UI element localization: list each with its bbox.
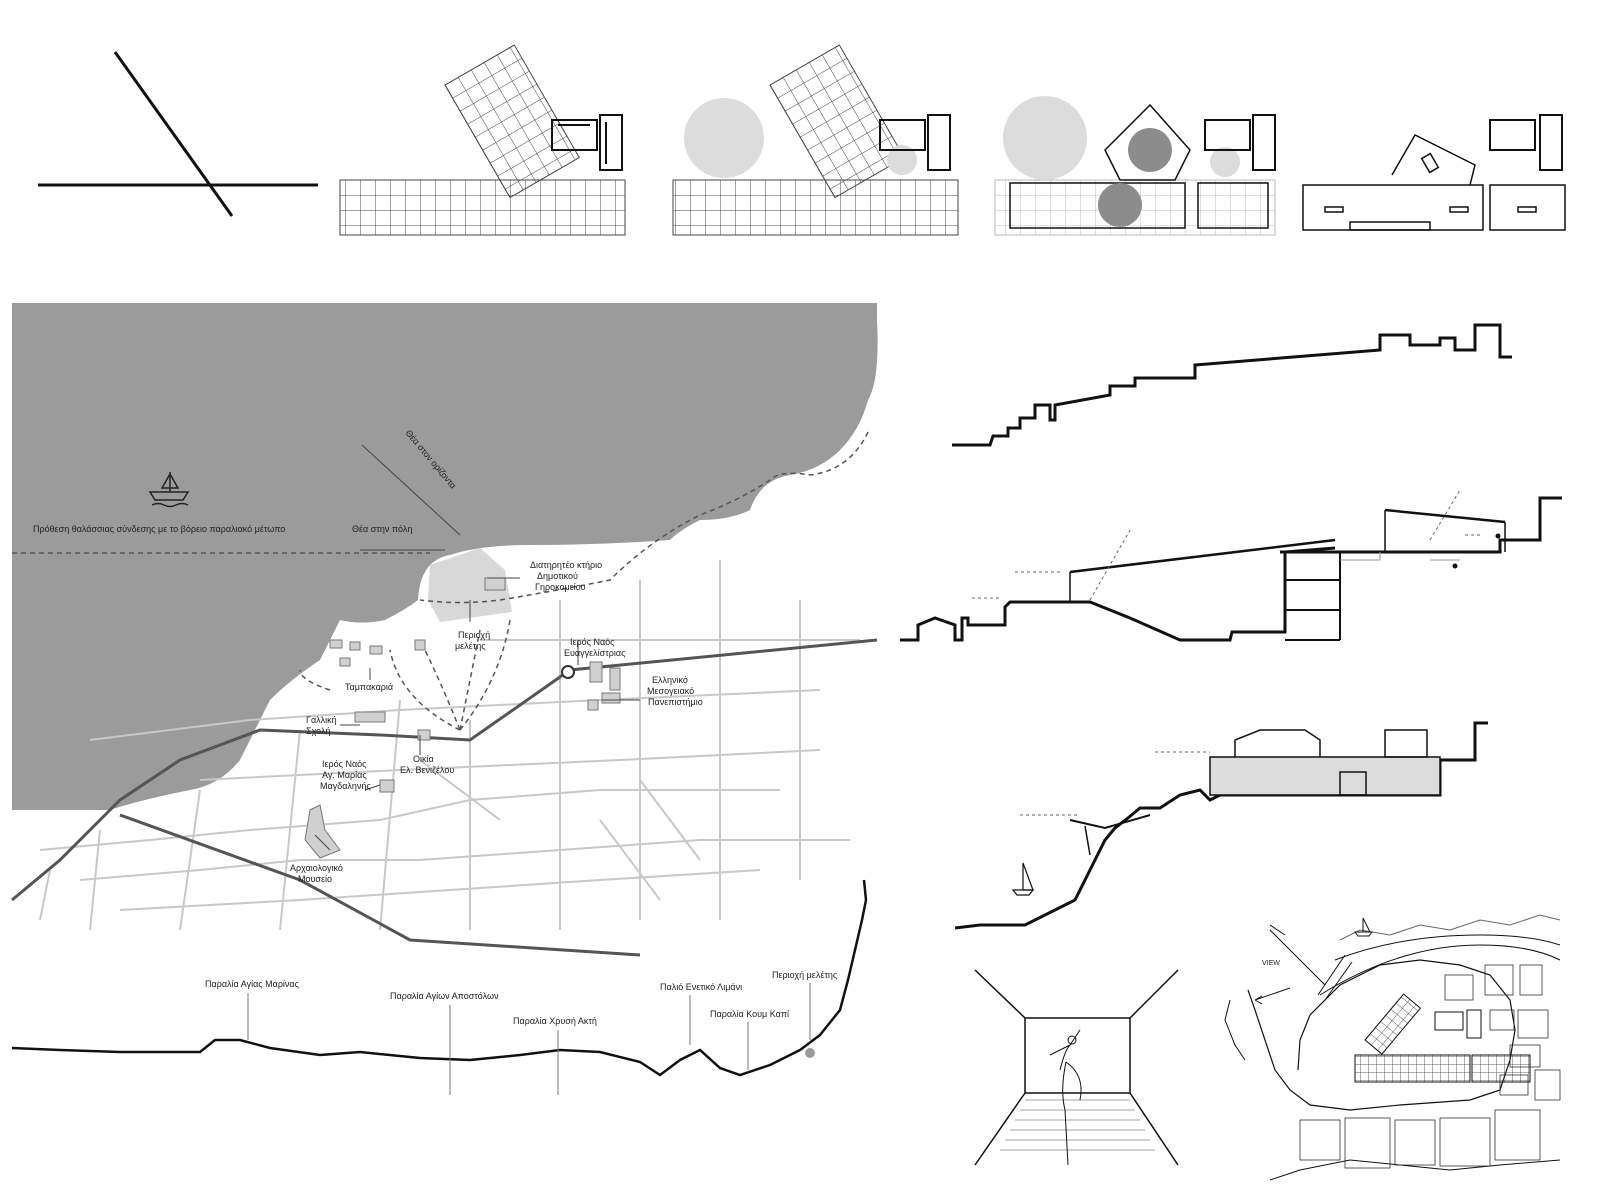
preserved-building-label-3: Γηροκομείου (535, 582, 586, 592)
city-map (11, 303, 878, 1095)
sailboat-icon (1011, 862, 1035, 896)
tabakaria-label: Ταμπακαριά (345, 682, 393, 692)
view-label: VIEW (1262, 960, 1280, 967)
section-1-terrain (952, 323, 1512, 447)
beach-label-agia-marina: Παραλία Αγίας Μαρίνας (205, 979, 300, 989)
perspective-sketch (974, 969, 1179, 1166)
venizelos-house-label-1: Οικία (413, 754, 434, 764)
beach-label-koum-kapi: Παραλία Κουμ Καπί (710, 1009, 789, 1019)
church-magdalene-label-3: Μαγδαληνής (320, 781, 371, 791)
south-coastline (11, 879, 868, 1077)
venizelos-house-label-2: Ελ. Βενιζέλου (400, 765, 454, 775)
site-plan (1224, 914, 1561, 1181)
building-footprints (304, 577, 621, 859)
sea-area (12, 303, 878, 810)
site-boat-icon (1354, 917, 1373, 937)
church-evangelistria-label-2: Ευαγγελίστριας (564, 648, 626, 658)
preserved-building-label-2: Δημοτικού (537, 571, 578, 581)
church-magdalene-label-2: Αγ. Μαρίας (322, 770, 367, 780)
beach-label-study-area: Περιοχή μελέτης (772, 970, 838, 980)
boat-icon (148, 472, 190, 508)
french-school-label-1: Γαλλική (306, 715, 337, 725)
study-area (428, 548, 512, 622)
beach-label-chrysi-akti: Παραλία Χρυσή Ακτή (513, 1016, 597, 1026)
building-footprint (551, 114, 623, 171)
beach-label-old-venetian-port: Παλιό Ενετικό Λιμάνι (660, 982, 742, 992)
section-3-elevation (954, 721, 1488, 930)
beach-label-agioi-apostoloi: Παραλία Αγίων Αποστόλων (390, 991, 499, 1001)
concept-diagram-circles (672, 44, 959, 236)
university-label-2: Μεσογειακό (647, 686, 694, 696)
concept-diagram-final (1302, 114, 1566, 231)
study-area-marker (805, 1048, 815, 1058)
study-area-label-2: μελέτης (455, 641, 486, 651)
section-2-building (900, 489, 1562, 642)
concept-diagram-volumes (994, 96, 1276, 236)
french-school-label-2: Σχολή (306, 726, 330, 736)
preserved-building-label-1: Διατηρητέο κτήριο (530, 560, 602, 570)
sea-link-label: Πρόθεση θαλάσσιας σύνδεσης με το βόρειο … (33, 524, 285, 534)
museum-label-2: Μουσείο (298, 874, 332, 884)
church-evangelistria-label-1: Ιερός Ναός (570, 637, 615, 647)
concept-diagram-axes (38, 51, 318, 217)
view-city-label: Θέα στην πόλη (352, 524, 412, 534)
street-network (39, 560, 860, 931)
dashed-routes (12, 431, 869, 731)
main-roads (11, 638, 878, 957)
beach-leaders (247, 983, 811, 1095)
university-label-3: Πανεπιστήμιο (648, 697, 703, 707)
leader-lines (314, 444, 640, 851)
concept-diagram-grids (339, 44, 626, 236)
study-area-label-1: Περιοχή (458, 630, 490, 640)
church-magdalene-label-1: Ιερός Ναός (322, 759, 367, 769)
church-marker (561, 665, 575, 679)
museum-label-1: Αρχαιολογικό (290, 863, 343, 873)
university-label-1: Ελληνικό (652, 675, 688, 685)
